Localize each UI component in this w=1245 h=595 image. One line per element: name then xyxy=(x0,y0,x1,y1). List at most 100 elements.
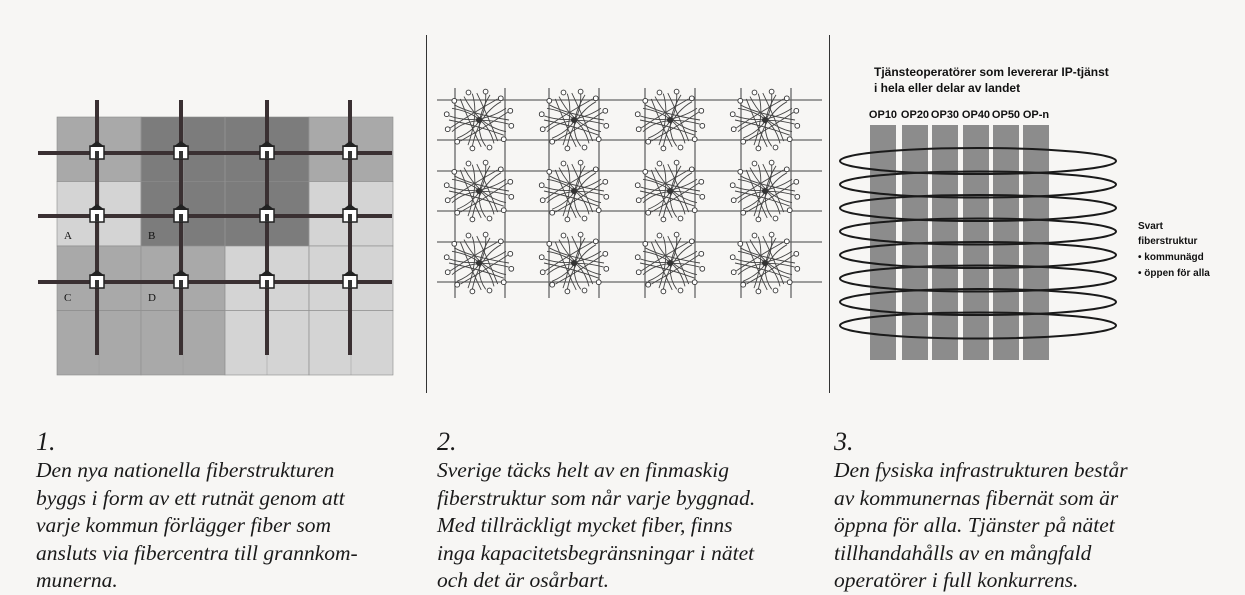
mesh-fiber xyxy=(745,169,768,219)
mesh-fiber xyxy=(757,172,788,218)
operator-label: OP10 xyxy=(869,109,897,121)
mesh-building xyxy=(768,231,775,238)
mesh-building xyxy=(451,240,458,247)
mesh-building xyxy=(772,287,779,294)
mesh-building xyxy=(465,160,472,167)
mesh-building xyxy=(500,279,507,286)
mesh-fiber xyxy=(571,163,594,213)
node-roof xyxy=(259,141,275,147)
mesh-building xyxy=(642,168,649,175)
mesh-building xyxy=(677,287,684,294)
mesh-fiber xyxy=(543,119,599,136)
mesh-building xyxy=(635,126,642,133)
caption-1-text: Den nya nationella fiberstrukturen byggs… xyxy=(36,458,358,592)
mesh-fiber xyxy=(639,190,695,207)
grid-label-c: C xyxy=(64,292,71,304)
mesh-building xyxy=(783,95,790,102)
mesh-fiber xyxy=(467,93,476,146)
mesh-building xyxy=(454,281,461,288)
mesh-fiber xyxy=(451,119,509,133)
mesh-building xyxy=(602,178,609,185)
mesh-building xyxy=(454,138,461,145)
mesh-building xyxy=(508,193,515,200)
mesh-fiber xyxy=(746,111,794,142)
mesh-hub xyxy=(762,260,768,266)
mesh-building xyxy=(603,265,610,272)
mesh-fiber xyxy=(448,262,504,279)
fiber-center-node xyxy=(342,141,358,160)
operators-diagram: Tjänsteoperatörer som levererar IP-tjäns… xyxy=(839,65,1210,360)
mesh-building xyxy=(730,269,737,276)
mesh-building xyxy=(482,159,489,166)
mesh-fiber xyxy=(757,101,788,147)
node-roof xyxy=(342,204,358,210)
mesh-building xyxy=(451,168,458,175)
node-roof xyxy=(173,141,189,147)
mesh-building xyxy=(497,95,504,102)
grid-label-b: B xyxy=(148,230,155,242)
mesh-building xyxy=(465,89,472,96)
node-door xyxy=(95,280,99,288)
mesh-fiber xyxy=(460,111,508,142)
mesh-building xyxy=(469,288,476,295)
mesh-fiber xyxy=(571,92,594,142)
mesh-building xyxy=(755,145,762,152)
mesh-fiber xyxy=(762,163,785,213)
mesh-fiber xyxy=(476,235,499,285)
caption-2: 2. Sverige täcks helt av en finmaskig fi… xyxy=(437,400,755,595)
operator-label: OP50 xyxy=(992,109,1020,121)
mesh-fiber xyxy=(459,169,482,219)
mesh-fiber xyxy=(471,101,502,147)
mesh-building xyxy=(793,250,800,257)
fiber-center-node xyxy=(89,141,105,160)
mesh-fiber xyxy=(745,98,768,148)
mesh-building xyxy=(729,182,736,189)
mesh-building xyxy=(660,288,667,295)
mesh-building xyxy=(444,197,451,204)
mesh-fiber xyxy=(739,247,796,264)
mesh-building xyxy=(786,136,793,143)
mesh-fiber xyxy=(451,190,509,204)
mesh-building xyxy=(673,88,680,95)
mesh-fiber xyxy=(562,236,571,289)
mesh-fiber xyxy=(644,247,701,264)
mesh-fiber xyxy=(566,101,597,147)
mesh-building xyxy=(793,107,800,114)
mesh-building xyxy=(699,193,706,200)
node-door xyxy=(348,280,352,288)
mesh-fiber xyxy=(753,236,762,289)
legend-title-1: Svart xyxy=(1138,221,1164,232)
mesh-building xyxy=(699,265,706,272)
mesh-fiber xyxy=(562,164,571,217)
mesh-fiber xyxy=(562,93,571,146)
fine-mesh-diagram xyxy=(437,88,822,298)
mesh-building xyxy=(508,265,515,272)
mesh-fiber xyxy=(450,98,498,129)
mesh-building xyxy=(786,207,793,214)
mesh-fiber xyxy=(459,98,482,148)
node-door xyxy=(348,214,352,222)
node-door xyxy=(179,151,183,159)
mesh-building xyxy=(656,232,663,239)
mesh-fiber xyxy=(669,165,682,218)
fiber-center-node xyxy=(173,141,189,160)
mesh-building xyxy=(451,97,458,104)
mesh-fiber xyxy=(667,163,690,213)
mesh-fiber xyxy=(662,172,693,218)
mesh-building xyxy=(469,216,476,223)
mesh-building xyxy=(603,122,610,129)
mesh-building xyxy=(538,254,545,261)
mesh-fiber xyxy=(451,262,509,276)
mesh-building xyxy=(772,215,779,222)
mesh-fiber xyxy=(545,169,593,200)
fiber-center-node xyxy=(342,204,358,223)
mesh-building xyxy=(577,231,584,238)
node-door xyxy=(348,151,352,159)
mesh-building xyxy=(793,178,800,185)
mesh-hub xyxy=(667,260,673,266)
mesh-building xyxy=(794,265,801,272)
mesh-fiber xyxy=(543,190,599,207)
mesh-building xyxy=(642,97,649,104)
mesh-fiber xyxy=(543,262,599,279)
